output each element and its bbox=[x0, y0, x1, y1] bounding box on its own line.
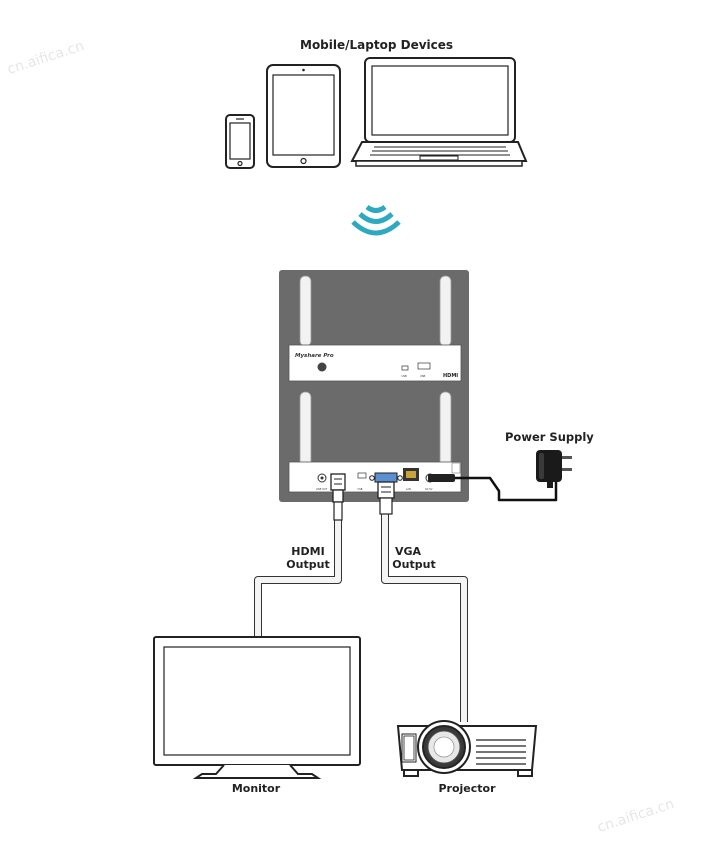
hdmi-output-line2: Output bbox=[286, 558, 330, 571]
power-button bbox=[317, 362, 327, 372]
brand-label: Myshare Pro bbox=[295, 353, 334, 359]
wireless-presentation-device: Myshare Pro USB USB HDMI LINE OUT USB LA… bbox=[279, 270, 469, 502]
monitor-icon bbox=[153, 636, 361, 779]
projector-label: Projector bbox=[438, 782, 496, 795]
hdmi-logo: HDMI bbox=[443, 373, 458, 379]
usb-port-label-2: USB bbox=[420, 374, 426, 378]
vga-cable bbox=[369, 472, 468, 722]
hdmi-output-line1: HDMI bbox=[291, 545, 325, 558]
power-cable bbox=[428, 476, 558, 502]
usb-port-front-2 bbox=[417, 362, 431, 370]
power-supply-label: Power Supply bbox=[505, 430, 594, 444]
rear-usb-label: USB bbox=[358, 488, 363, 491]
antenna-top-left bbox=[299, 275, 312, 347]
antenna-top-right bbox=[439, 275, 452, 347]
dc-label: DC 5V bbox=[425, 488, 433, 491]
monitor-label: Monitor bbox=[231, 782, 281, 795]
mobile-devices-label: Mobile/Laptop Devices bbox=[300, 38, 454, 52]
vga-output-line2: Output bbox=[392, 558, 436, 571]
wifi-icon bbox=[351, 204, 401, 236]
line-out-label: LINE OUT bbox=[316, 488, 328, 491]
hdmi-output-label: HDMI Output bbox=[283, 545, 333, 571]
projector-icon bbox=[396, 720, 538, 777]
phone-icon bbox=[225, 114, 255, 169]
power-adapter-icon bbox=[536, 450, 572, 488]
tablet-icon bbox=[266, 64, 341, 168]
usb-port-label-1: USB bbox=[402, 374, 408, 378]
front-panel: Myshare Pro USB USB HDMI bbox=[288, 344, 462, 382]
power-plug bbox=[428, 474, 455, 482]
vga-output-line1: VGA bbox=[395, 545, 422, 558]
usb-port-front-1 bbox=[401, 365, 409, 371]
vga-output-label: VGA Output bbox=[389, 545, 439, 571]
antenna-bottom-right bbox=[439, 391, 452, 473]
laptop-icon bbox=[350, 57, 528, 167]
hdmi-cable bbox=[254, 473, 346, 638]
lan-label: LAN bbox=[406, 488, 411, 491]
